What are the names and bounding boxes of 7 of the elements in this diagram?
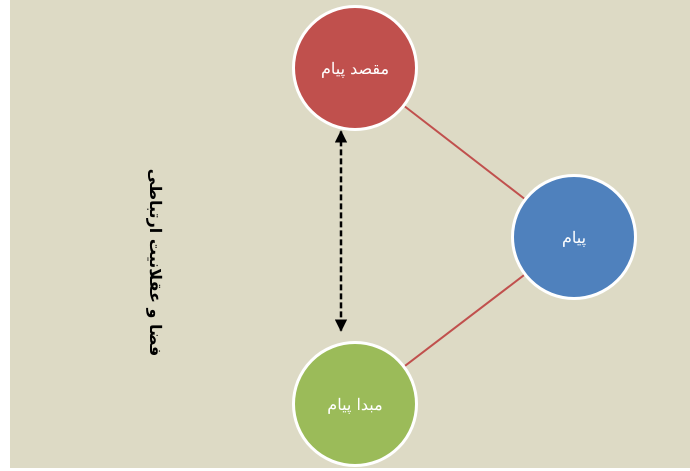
node-label: مقصد پیام: [320, 58, 390, 78]
connector-line: [404, 106, 525, 200]
double-arrow: [334, 130, 348, 332]
node-label: پیام: [562, 228, 586, 246]
connector-line: [404, 274, 525, 367]
vertical-label: فضا و عقلانیت ارتباطی: [146, 168, 165, 356]
node-label: مبدا پیام: [327, 394, 383, 414]
